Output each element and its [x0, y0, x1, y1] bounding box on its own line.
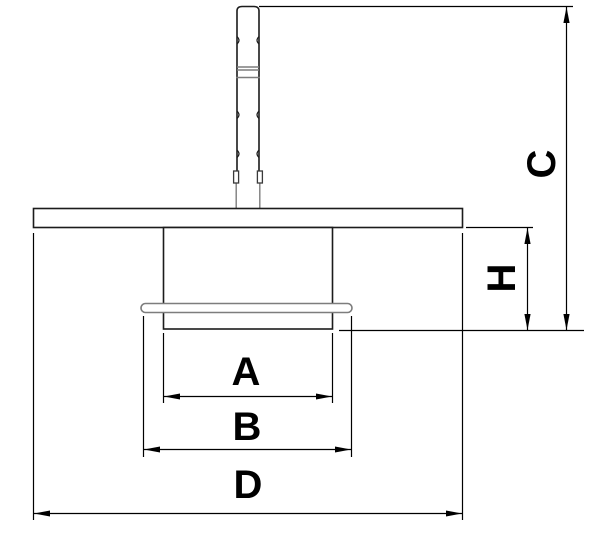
dimension-label-c: C	[520, 149, 564, 179]
stem-groove-notches	[236, 36, 260, 158]
arrow-a-right-icon	[316, 393, 332, 400]
body-cylinder	[162, 226, 334, 330]
collar-ring	[140, 302, 353, 314]
notch-icon	[256, 36, 260, 45]
arrow-h-top-icon	[524, 228, 531, 244]
stem-outline	[236, 5, 260, 183]
arrow-d-left-icon	[34, 510, 50, 517]
arrow-b-left-icon	[144, 446, 160, 453]
arrow-c-top-icon	[563, 7, 570, 23]
valve-part	[32, 5, 464, 330]
arrow-d-right-icon	[446, 510, 462, 517]
notch-icon	[236, 36, 240, 45]
notch-icon	[236, 149, 240, 158]
dimension-label-a: A	[231, 350, 261, 394]
arrow-b-right-icon	[335, 446, 351, 453]
arrow-c-bottom-icon	[563, 314, 570, 330]
dimension-arrowheads	[34, 7, 570, 517]
stem-left-tab	[232, 170, 240, 184]
arrow-h-bottom-icon	[524, 314, 531, 330]
notch-icon	[256, 110, 260, 119]
dimension-label-d: D	[233, 463, 263, 507]
dimension-label-h: H	[480, 263, 524, 293]
dimension-label-b: B	[232, 405, 262, 449]
notch-icon	[256, 149, 260, 158]
notch-icon	[236, 110, 240, 119]
stem-right-tab	[256, 170, 264, 184]
dimension-linework	[32, 5, 584, 520]
stem-secondary-lines	[235, 66, 261, 209]
arrow-a-left-icon	[164, 393, 180, 400]
flange-plate	[32, 207, 464, 229]
